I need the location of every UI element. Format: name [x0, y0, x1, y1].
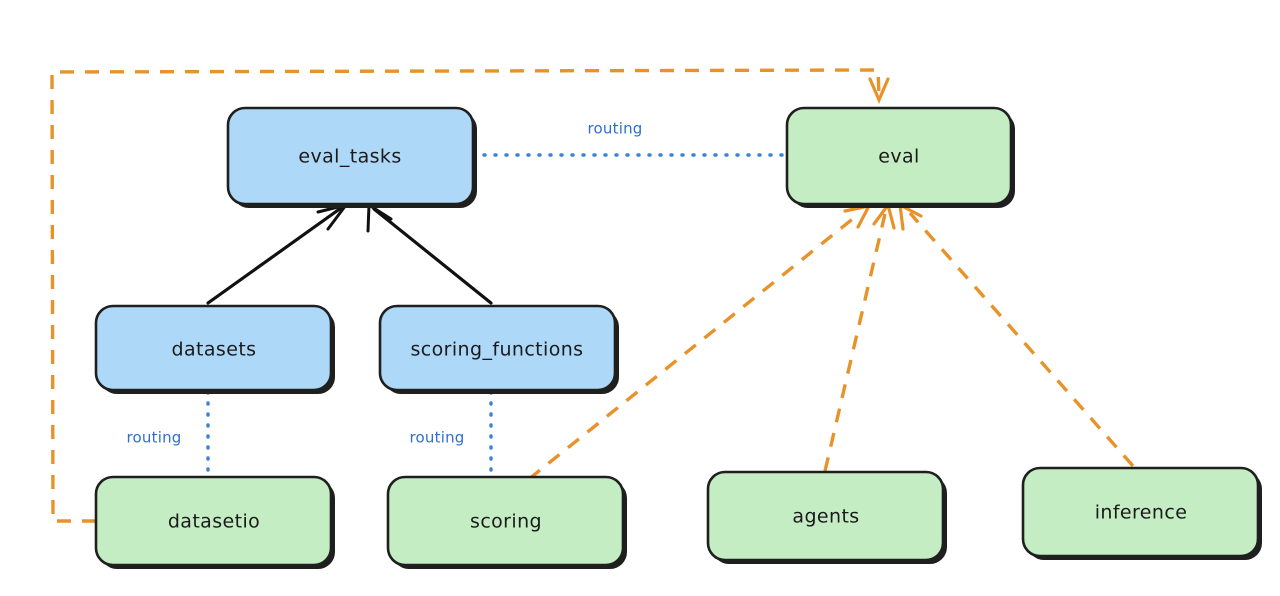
node-inference-label: inference [1095, 502, 1188, 524]
arrowhead-scoring_functions-eval_tasks [366, 202, 393, 233]
node-eval[interactable]: eval [785, 106, 1015, 208]
node-agents-label: agents [792, 506, 859, 528]
node-scoring[interactable]: scoring [386, 475, 627, 569]
node-datasetio-box [94, 475, 333, 567]
node-inference-box [1021, 466, 1260, 558]
node-agents[interactable]: agents [706, 470, 947, 564]
edge-path-agents-eval [823, 213, 887, 472]
edge-path-datasets-eval_tasks [206, 206, 343, 305]
edge-label-routing-scoring: routing [410, 429, 465, 447]
node-datasetio[interactable]: datasetio [94, 475, 335, 569]
arrowhead-datasets-eval_tasks [316, 202, 350, 231]
edge-path-datasetio-eval [50, 68, 881, 523]
edge-scoring_functions-to-scoring: routing [410, 390, 493, 479]
edge-path-scoring-eval [527, 211, 862, 481]
node-datasets-label: datasets [172, 339, 257, 361]
node-scoring_functions-label: scoring_functions [411, 339, 584, 361]
edge-agents-to-eval [823, 201, 896, 472]
edge-label-routing-eval: routing [588, 120, 643, 138]
node-agents-box [706, 470, 945, 562]
edge-datasetio-to-eval [50, 68, 890, 523]
arrowhead-inference-eval [898, 202, 923, 231]
node-eval_tasks-label: eval_tasks [298, 146, 401, 168]
edge-inference-to-eval [898, 202, 1135, 468]
node-group: eval_tasks eval datasets scoring_functio… [94, 106, 1262, 569]
node-inference[interactable]: inference [1021, 466, 1262, 560]
arrowhead-datasetio-eval [868, 77, 890, 105]
edge-path-scoring_functions-eval_tasks [372, 207, 493, 305]
node-eval-box [785, 106, 1013, 206]
edge-scoring_functions-to-eval_tasks [366, 202, 493, 305]
edge-datasets-to-eval_tasks [206, 202, 350, 305]
edge-group: routing routing routing [50, 68, 1135, 523]
node-eval-label: eval [878, 146, 919, 168]
edge-datasets-to-datasetio: routing [127, 390, 210, 479]
node-datasets-box [94, 304, 333, 392]
node-scoring_functions[interactable]: scoring_functions [378, 304, 619, 394]
node-scoring-label: scoring [470, 511, 542, 533]
node-scoring-box [386, 475, 625, 567]
node-eval_tasks[interactable]: eval_tasks [226, 106, 477, 208]
edge-eval_tasks-to-eval: routing [471, 120, 789, 157]
node-datasets[interactable]: datasets [94, 304, 335, 394]
node-scoring_functions-box [378, 304, 617, 392]
node-eval_tasks-box [226, 106, 475, 206]
node-datasetio-label: datasetio [168, 511, 260, 533]
edge-path-inference-eval [908, 211, 1135, 468]
edge-label-routing-datasetio: routing [127, 429, 182, 447]
